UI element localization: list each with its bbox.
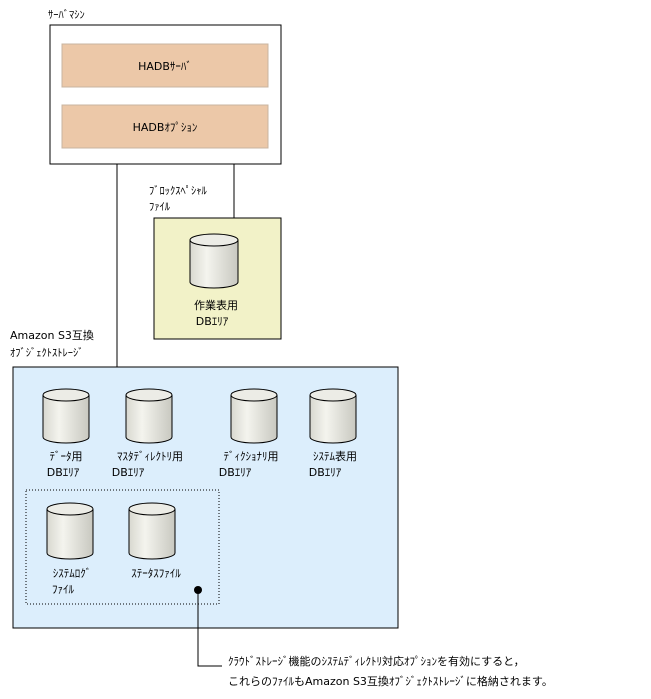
optional-files-group [25,489,220,605]
dictionary-label-2: DBｴﾘｱ [219,466,252,479]
system-table-cylinder-icon [309,388,357,444]
master-dir-cylinder-icon [125,388,173,444]
work-table-cylinder-icon [189,233,239,289]
hadb-server-label: HADBｻｰﾊﾞ [138,60,192,73]
system-log-label-2: ﾌｧｲﾙ [52,583,74,596]
system-table-label-1: ｼｽﾃﾑ表用 [313,449,357,463]
master-dir-label-1: ﾏｽﾀﾃﾞｨﾚｸﾄﾘ用 [117,450,183,463]
s3-storage-label-1: Amazon S3互換 [10,329,94,342]
data-area-label-1: ﾃﾞｰﾀ用 [50,450,83,463]
hadb-server-box [61,43,269,88]
hadb-option-label: HADBｵﾌﾟｼｮﾝ [133,121,198,134]
callout-leader-line [197,590,222,667]
status-file-label: ｽﾃｰﾀｽﾌｧｲﾙ [131,567,181,580]
system-table-label-2: DBｴﾘｱ [309,466,342,479]
note-line-1: ｸﾗｳﾄﾞｽﾄﾚｰｼﾞ機能のｼｽﾃﾑﾃﾞｨﾚｸﾄﾘ対応ｵﾌﾟｼｮﾝを有効にすると… [228,654,525,668]
note-line-2: これらのﾌｧｲﾙもAmazon S3互換ｵﾌﾞｼﾞｪｸﾄｽﾄﾚｰｼﾞに格納されま… [228,674,553,688]
system-log-label-1: ｼｽﾃﾑﾛｸﾞ [53,567,92,580]
system-log-cylinder-icon [46,502,94,560]
dictionary-cylinder-icon [230,388,278,444]
block-special-label-1: ﾌﾞﾛｯｸｽﾍﾟｼｬﾙ [149,185,207,197]
block-special-label-2: ﾌｧｲﾙ [149,201,171,213]
work-table-label-1: 作業表用 [194,298,238,312]
hadb-option-box [61,104,269,149]
work-table-label-2: DBｴﾘｱ [196,315,229,328]
s3-storage-label-2: ｵﾌﾞｼﾞｪｸﾄｽﾄﾚｰｼﾞ [10,347,84,359]
data-area-cylinder-icon [42,388,90,444]
data-area-label-2: DBｴﾘｱ [47,466,80,479]
dictionary-label-1: ﾃﾞｨｸｼｮﾅﾘ用 [224,450,279,463]
master-dir-label-2: DBｴﾘｱ [112,466,145,479]
status-file-cylinder-icon [128,502,176,560]
server-machine-label: ｻｰﾊﾞﾏｼﾝ [48,9,85,21]
